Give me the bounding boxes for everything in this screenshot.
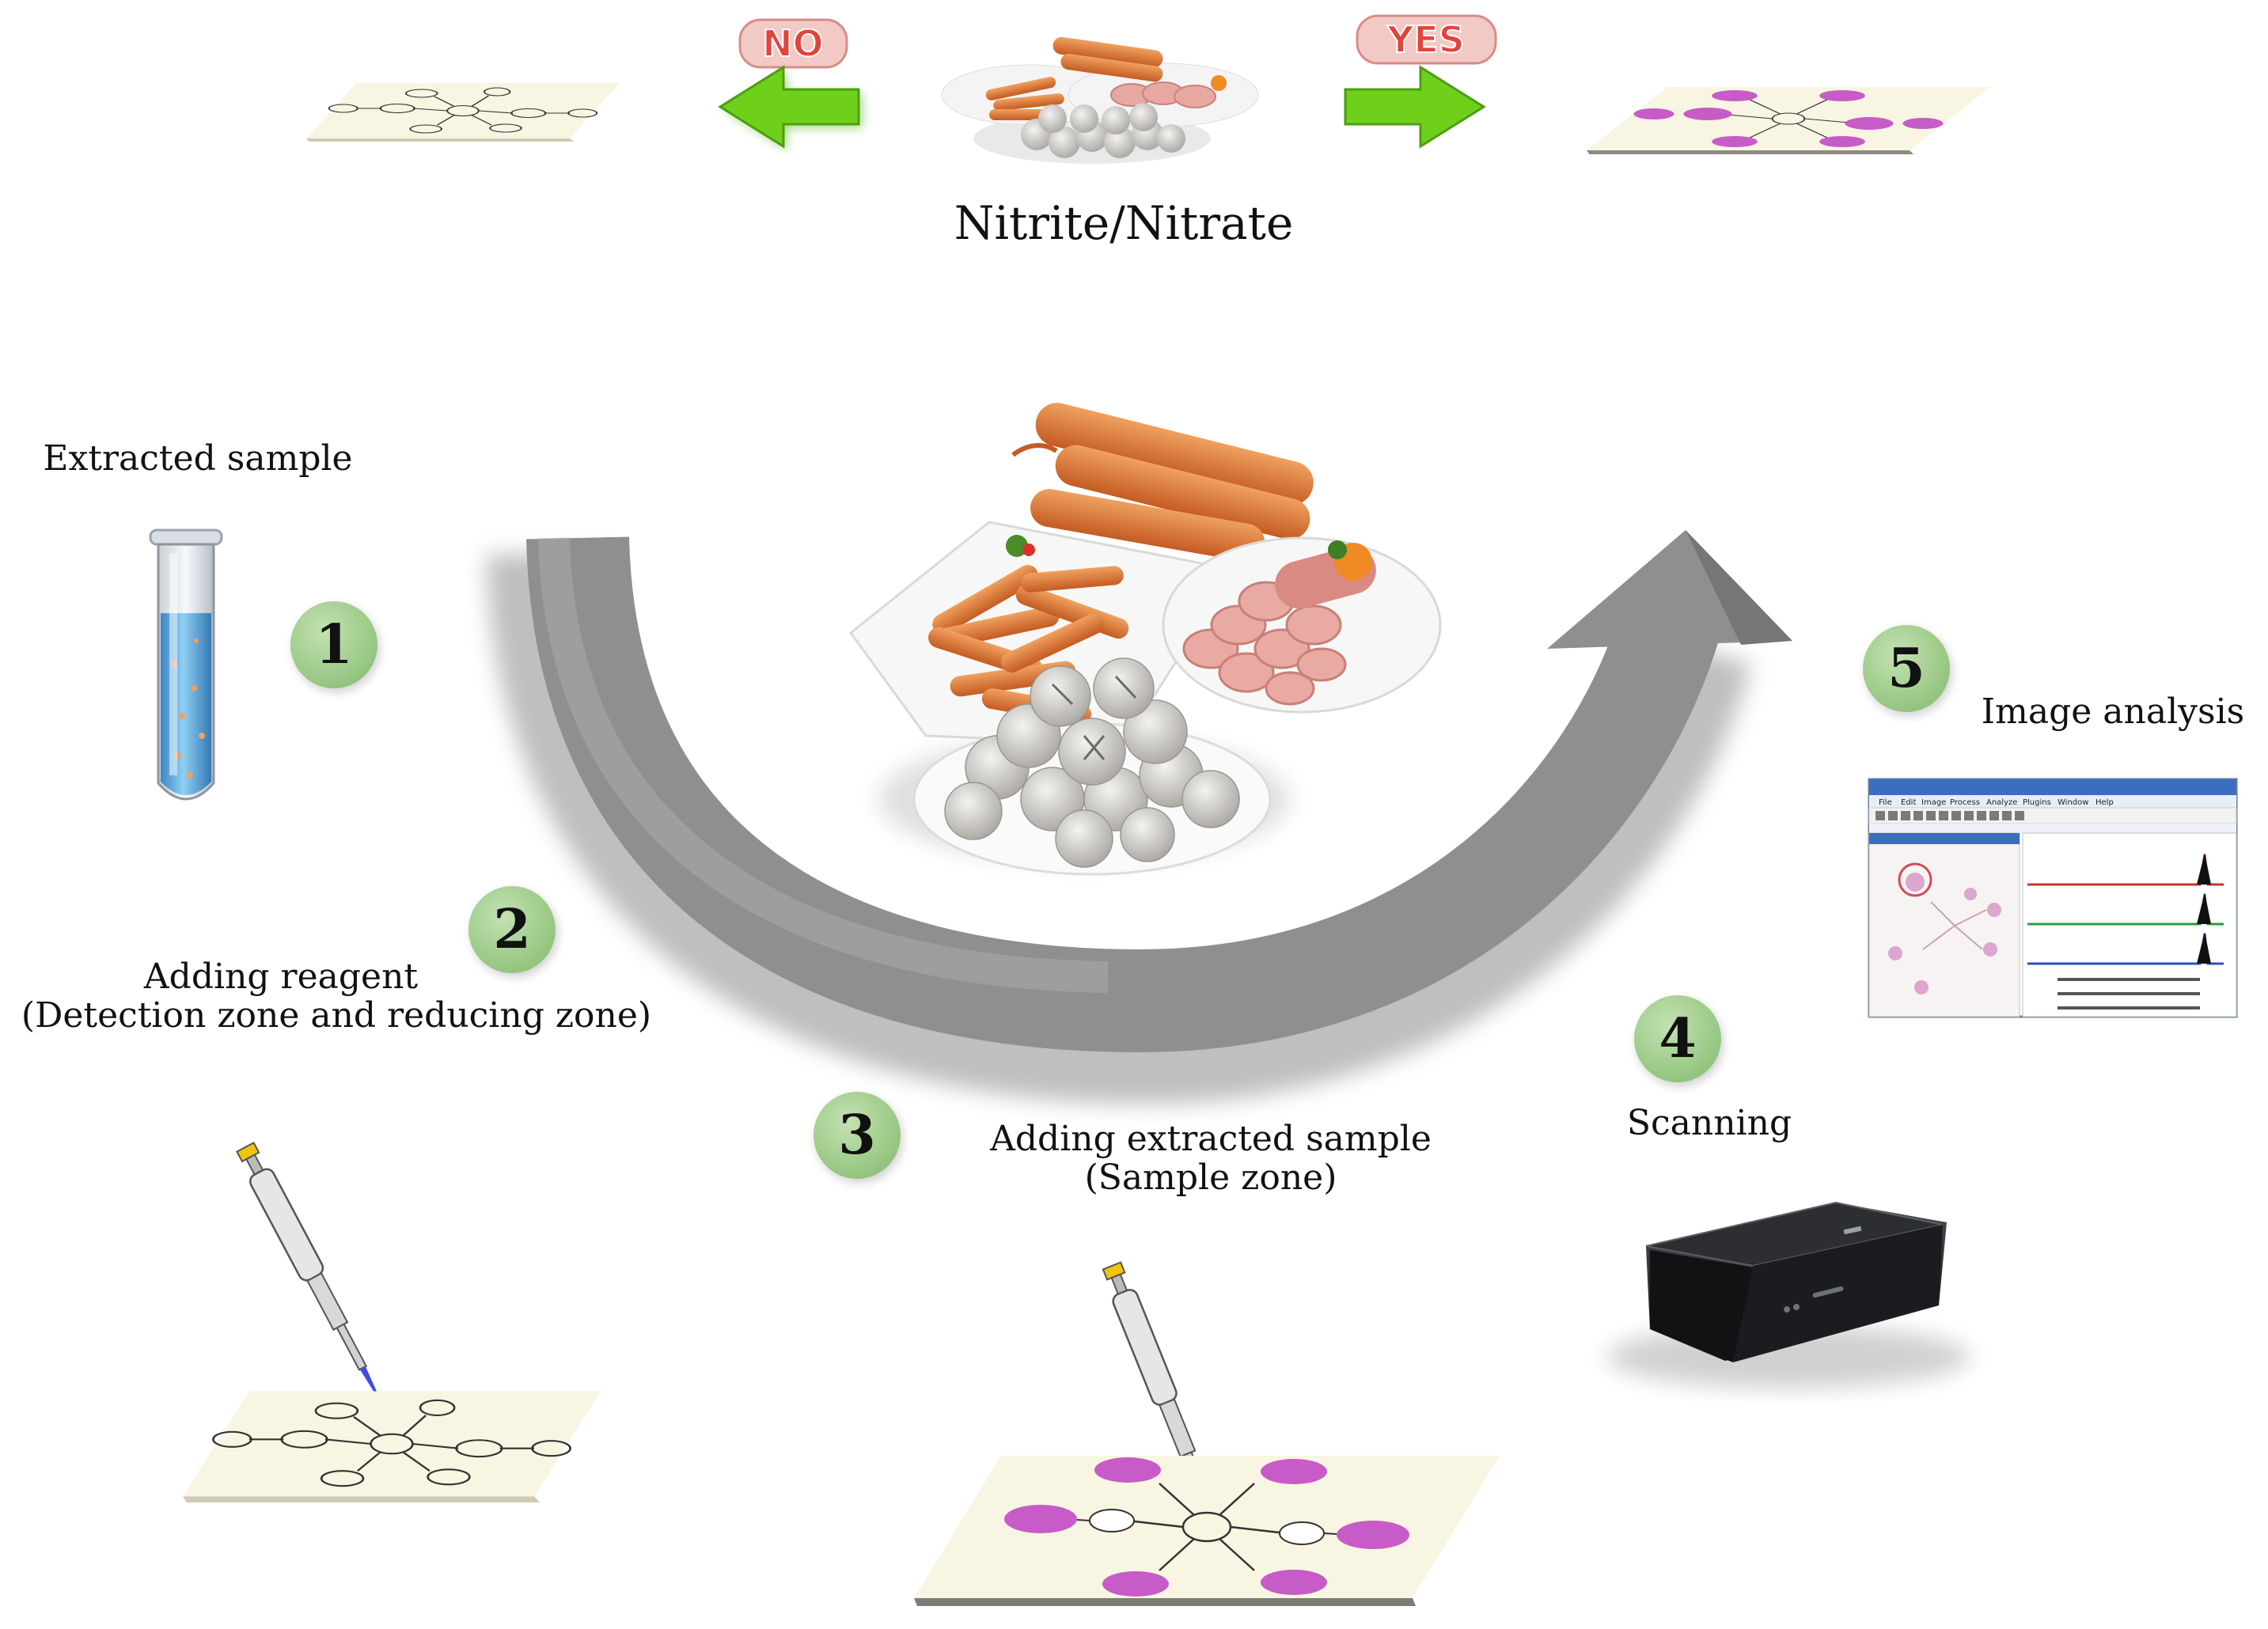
step-circle-5: 5 [1863, 625, 1952, 716]
step3-paper-device [914, 1456, 1500, 1606]
menu-bar: File Edit Image Process Analyze Plugins … [1879, 798, 2114, 807]
top-positive-paper-device [1587, 87, 1990, 154]
yes-badge: YES [1356, 14, 1497, 65]
step2-title: Adding reagent [143, 957, 419, 997]
right-arrow-icon [1344, 65, 1486, 149]
step-number-3: 3 [838, 1104, 875, 1167]
step4-label: Scanning [1626, 1103, 1792, 1143]
no-badge: NO [738, 18, 848, 69]
step1-label: Extracted sample [43, 438, 353, 479]
svg-text:Edit: Edit [1901, 798, 1916, 807]
no-label: NO [762, 22, 824, 65]
step-number-2: 2 [493, 898, 530, 961]
step-circle-2: 2 [468, 886, 558, 977]
svg-text:Image: Image [1921, 798, 1946, 807]
svg-text:Analyze: Analyze [1986, 798, 2017, 807]
step3-title: Adding extracted sample [990, 1119, 1432, 1159]
svg-text:File: File [1879, 798, 1892, 807]
step5-label: Image analysis [1981, 691, 2245, 732]
step2-paper-device [181, 1390, 602, 1504]
yes-label: YES [1386, 18, 1465, 61]
image-analysis-window: File Edit Image Process Analyze Plugins … [1868, 778, 2238, 1018]
step-number-1: 1 [315, 613, 352, 676]
cycle-arrow [487, 530, 1792, 1104]
food-plate-icon-small [941, 36, 1259, 164]
step3-label: Adding extracted sample (Sample zone) [934, 1119, 1488, 1198]
svg-text:Process: Process [1950, 798, 1980, 807]
scanner-icon [1606, 1201, 1970, 1388]
top-blank-paper-device [305, 82, 620, 142]
svg-text:Help: Help [2095, 798, 2114, 807]
step-number-5: 5 [1887, 637, 1925, 700]
food-plate-icon [848, 403, 1442, 876]
left-arrow-icon [718, 65, 863, 150]
step-circle-1: 1 [290, 601, 380, 692]
test-tube-icon [149, 528, 223, 801]
step2-label: Adding reagent (Detection zone and reduc… [8, 957, 665, 1036]
diagram-title: Nitrite/Nitrate [954, 196, 1294, 250]
svg-text:Plugins: Plugins [2023, 798, 2051, 807]
step-circle-3: 3 [814, 1092, 903, 1183]
step3-subtitle: (Sample zone) [1084, 1157, 1337, 1199]
svg-text:Window: Window [2058, 798, 2088, 807]
step-number-4: 4 [1659, 1007, 1696, 1070]
step-circle-4: 4 [1634, 995, 1724, 1086]
pipette-icon [236, 1142, 380, 1400]
step2-subtitle: (Detection zone and reducing zone) [21, 995, 652, 1036]
